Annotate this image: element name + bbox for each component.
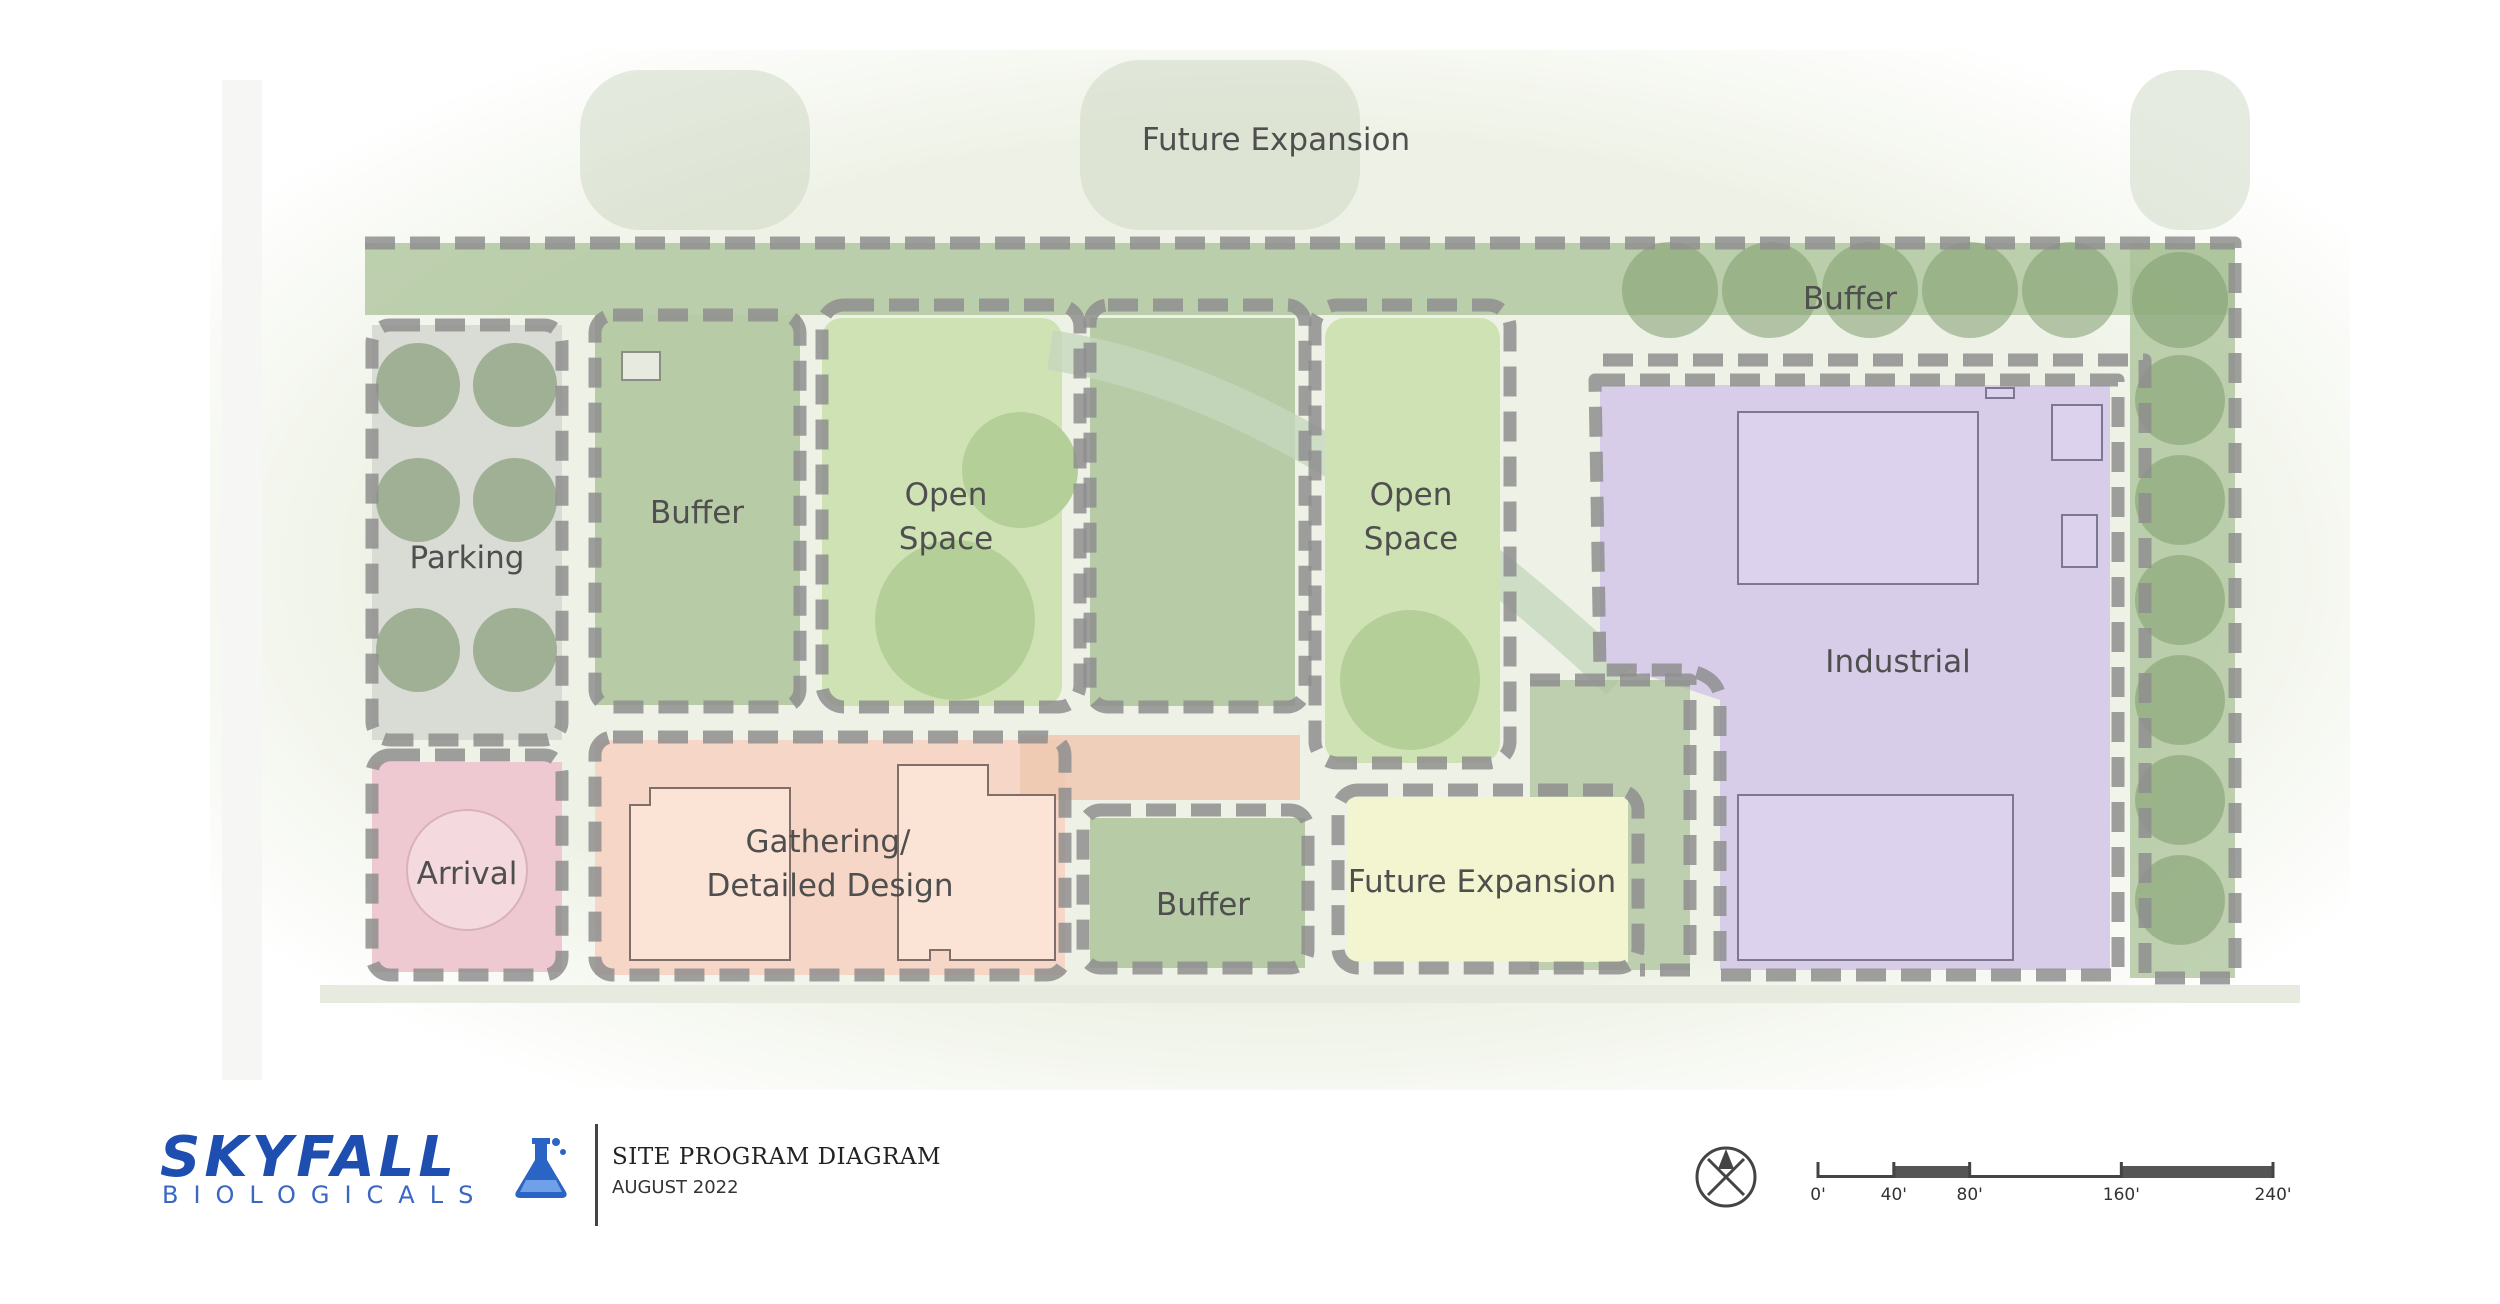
scale-label: 240': [2254, 1185, 2290, 1205]
industrial-building-4: [2061, 514, 2098, 568]
buffer-trees: [1622, 242, 2228, 945]
industrial-building-1: [1737, 411, 1979, 585]
scale-label: 80': [1957, 1185, 1983, 1205]
label-future-expansion-top: Future Expansion: [1142, 122, 1410, 158]
zone-future-expansion-bottom-fill: [1348, 797, 1628, 962]
industrial-building-3: [2051, 404, 2103, 461]
parking-trees: [376, 343, 557, 692]
north-arrow-icon: [1695, 1146, 1757, 1208]
skyfall-logo: SKYFALL BIOLOGICALS: [160, 1128, 580, 1208]
scale-baseline: [1818, 1175, 2273, 1178]
gathering-building-2: [897, 764, 1056, 961]
road-bottom: [320, 985, 2300, 1003]
scale-tick: [1816, 1162, 1820, 1178]
zone-buffer-bottom-fill: [1090, 818, 1305, 968]
label-arrival: Arrival: [417, 856, 518, 892]
open-space-right-tree: [1340, 610, 1480, 750]
buffer-left-feature: [621, 351, 661, 381]
scale-segment: [1893, 1166, 1970, 1178]
scale-label: 40': [1881, 1185, 1907, 1205]
label-open-space-right-line2: Space: [1364, 521, 1458, 557]
open-space-left-tree-a: [962, 412, 1078, 528]
label-buffer-top: Buffer: [1803, 281, 1897, 317]
label-future-expansion-bottom: Future Expansion: [1348, 864, 1616, 900]
zone-boundaries: [365, 236, 2242, 985]
industrial-building-5: [1985, 387, 2015, 399]
label-open-space-left-line1: Open: [905, 477, 988, 513]
road-left: [222, 80, 262, 1080]
label-industrial: Industrial: [1825, 644, 1970, 680]
scale-segment: [2121, 1166, 2273, 1178]
scale-bar: 0' 40' 80' 160' 240': [1810, 1162, 2290, 1205]
label-buffer-bottom: Buffer: [1156, 887, 1250, 923]
diagram-title: SITE PROGRAM DIAGRAM: [612, 1144, 942, 1170]
arrival-roundabout: [406, 809, 528, 931]
label-gathering-line1: Gathering/: [745, 824, 911, 860]
scale-label: 160': [2103, 1185, 2140, 1205]
scale-tick: [1968, 1162, 1972, 1178]
label-buffer-left: Buffer: [650, 495, 744, 531]
title-block: SITE PROGRAM DIAGRAM AUGUST 2022: [612, 1143, 941, 1199]
logo-wordmark: SKYFALL: [160, 1125, 459, 1190]
title-divider: [595, 1124, 598, 1226]
diagram-date: AUGUST 2022: [612, 1177, 739, 1198]
scale-tick: [1892, 1162, 1896, 1178]
label-open-space-right-line1: Open: [1370, 477, 1453, 513]
label-open-space-left-line2: Space: [899, 521, 993, 557]
gathering-building-1: [629, 787, 791, 961]
scale-tick: [2271, 1162, 2275, 1178]
top-trees: [580, 60, 2250, 230]
open-space-left-tree-b: [875, 540, 1035, 700]
logo-subtitle: BIOLOGICALS: [162, 1181, 489, 1209]
label-gathering-line2: Detailed Design: [707, 868, 954, 904]
scale-label: 0': [1810, 1185, 1826, 1205]
industrial-building-2: [1737, 794, 2014, 961]
flask-icon: [515, 1138, 567, 1198]
scale-tick: [2119, 1162, 2123, 1178]
label-parking: Parking: [410, 540, 525, 576]
